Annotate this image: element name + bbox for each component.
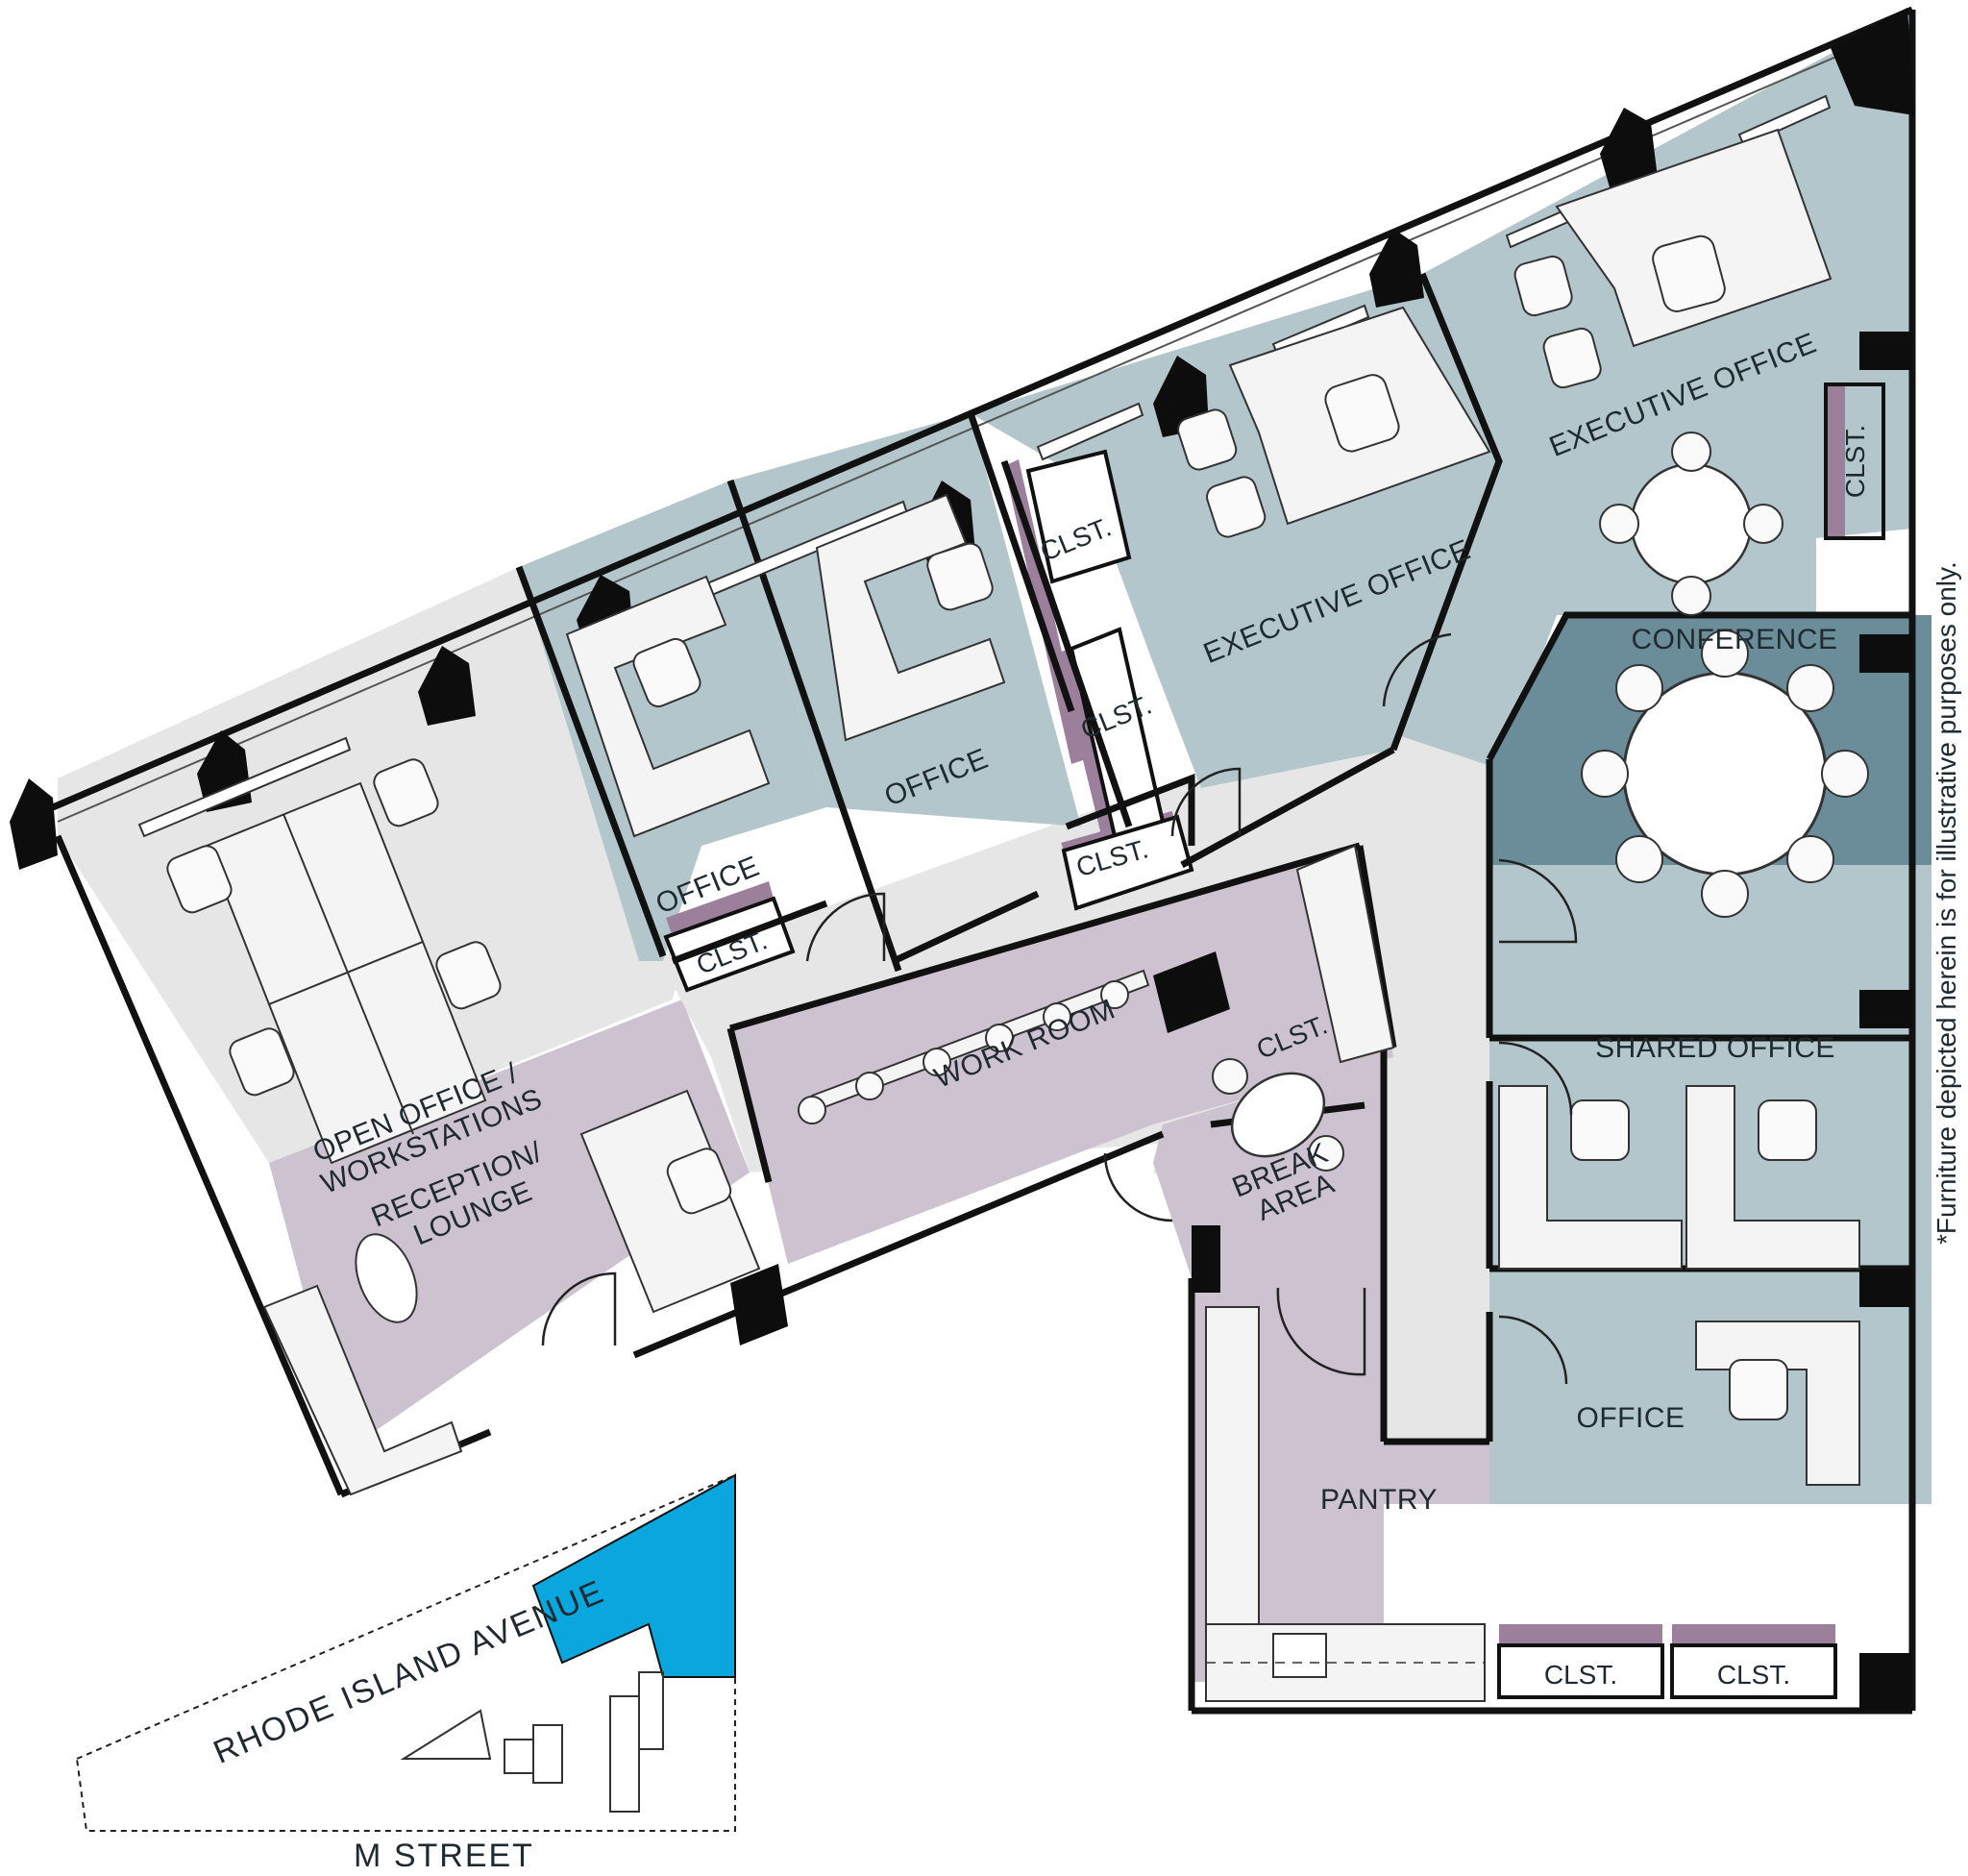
round-table bbox=[1630, 462, 1753, 585]
closet-boxes bbox=[663, 383, 1885, 1699]
coffee-table bbox=[355, 1233, 418, 1323]
closet-label-6: CLST. bbox=[1840, 425, 1870, 498]
furniture-disclaimer: *Furniture depicted herein is for illust… bbox=[1931, 561, 1961, 1245]
reception-area bbox=[269, 1000, 750, 1451]
reception-furniture bbox=[262, 1089, 761, 1496]
pantry-furniture bbox=[1205, 1306, 1486, 1702]
columns bbox=[10, 8, 1914, 1711]
workstations bbox=[166, 758, 502, 1165]
shared-office-furniture bbox=[1498, 1085, 1860, 1270]
closet-label-8: CLST. bbox=[1717, 1660, 1790, 1690]
key-map: RHODE ISLAND AVENUE M STREET bbox=[75, 1473, 736, 1874]
exec-office-2-furniture bbox=[1513, 128, 1833, 616]
key-map-outline bbox=[75, 1473, 736, 1832]
doors bbox=[541, 632, 1578, 1385]
shared-office-area bbox=[1489, 865, 1931, 1269]
street-label-bottom: M STREET bbox=[354, 1838, 534, 1874]
shared-office-label: SHARED OFFICE bbox=[1595, 1032, 1835, 1064]
office-3-furniture bbox=[1695, 1321, 1860, 1486]
work-room-area bbox=[730, 846, 1393, 1264]
closet-label-7: CLST. bbox=[1544, 1660, 1617, 1690]
key-map-core bbox=[400, 1671, 664, 1813]
break-furniture bbox=[1212, 1058, 1344, 1172]
office-2-furniture bbox=[815, 493, 1006, 742]
conference-furniture bbox=[1581, 629, 1869, 918]
exec-office-1-furniture bbox=[1177, 306, 1491, 538]
office-1-furniture bbox=[565, 575, 771, 838]
conference-label: CONFERENCE bbox=[1631, 624, 1837, 655]
work-room-furniture bbox=[798, 844, 1395, 1124]
office-3-label: OFFICE bbox=[1577, 1402, 1685, 1434]
pantry-label: PANTRY bbox=[1320, 1484, 1438, 1516]
office-2-area bbox=[730, 413, 1081, 827]
